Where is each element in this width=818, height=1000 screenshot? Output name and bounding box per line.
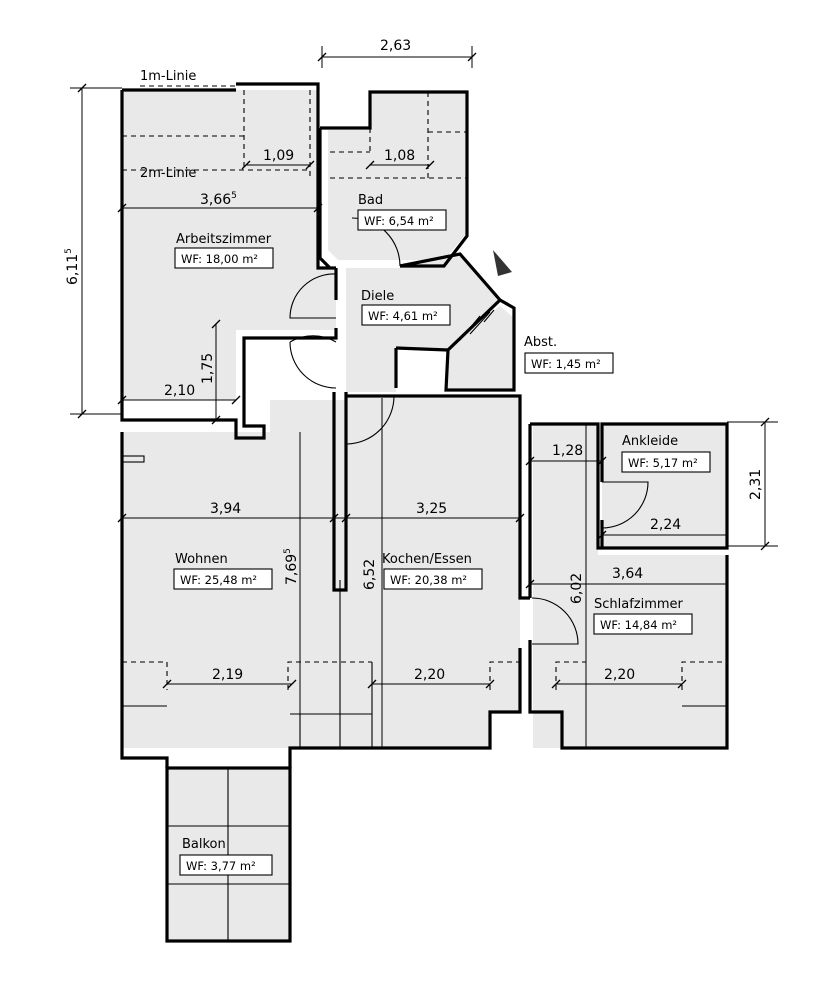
wf-diele: WF: 4,61 m² xyxy=(368,309,438,323)
dim-wohnen-window: 2,19 xyxy=(212,667,243,683)
wf-bad: WF: 6,54 m² xyxy=(364,214,434,228)
wf-wohnen: WF: 25,48 m² xyxy=(180,573,257,587)
room-name-kochen: Kochen/Essen xyxy=(382,552,472,567)
door-arbeitszimmer xyxy=(289,273,337,319)
room-name-balkon: Balkon xyxy=(182,837,226,852)
wf-kochen: WF: 20,38 m² xyxy=(390,573,467,587)
room-name-diele: Diele xyxy=(361,289,394,304)
wf-box-diele xyxy=(361,304,451,326)
dim-arbeits-nook-w: 2,10 xyxy=(164,383,195,399)
room-name-wohnen: Wohnen xyxy=(175,552,228,567)
dim-arbeits-height: 6,115 xyxy=(64,248,81,285)
wf-ankleide: WF: 5,17 m² xyxy=(628,456,698,470)
door-wohnen xyxy=(289,335,337,389)
dim-ankleide-width: 2,24 xyxy=(650,517,681,533)
room-labels: Arbeitszimmer WF: 18,00 m² Bad WF: 6,54 … xyxy=(173,193,711,876)
dim-schlaf-width: 3,64 xyxy=(612,566,643,582)
schlaf-fill xyxy=(533,555,727,748)
door-kochen xyxy=(345,395,395,445)
dim-kochen-window: 2,20 xyxy=(414,667,445,683)
dimension-labels: 2,63 1,09 1,08 3,665 6,115 1,75 2,10 3,9… xyxy=(64,38,764,683)
dim-flur-width: 1,28 xyxy=(552,443,583,459)
wf-box-balkon xyxy=(179,854,273,876)
dimension-lines xyxy=(70,46,778,748)
wf-box-arbeitszimmer xyxy=(174,247,274,269)
dim-schlaf-height: 6,02 xyxy=(569,573,585,604)
north-arrow-icon xyxy=(493,250,512,276)
room-name-arbeitszimmer: Arbeitszimmer xyxy=(176,232,272,247)
dim-bad-slope: 1,08 xyxy=(384,148,415,164)
door-abst xyxy=(459,309,495,341)
bad-fill xyxy=(328,92,467,260)
wf-box-wohnen xyxy=(173,568,273,590)
wf-box-kochen xyxy=(383,568,483,590)
wf-arbeitszimmer: WF: 18,00 m² xyxy=(181,252,258,266)
height-lines xyxy=(122,85,727,748)
dim-schlaf-window: 2,20 xyxy=(604,667,635,683)
dim-arbeits-width: 3,665 xyxy=(200,191,237,208)
room-name-ankleide: Ankleide xyxy=(622,434,678,449)
door-ankleide xyxy=(601,481,649,529)
dim-ankleide-height: 2,31 xyxy=(748,469,764,500)
abst-fill xyxy=(447,306,514,388)
dim-wohnen-width: 3,94 xyxy=(210,501,241,517)
doors xyxy=(289,217,649,645)
dim-top-bad: 2,63 xyxy=(380,38,411,54)
wf-schlafzimmer: WF: 14,84 m² xyxy=(600,618,677,632)
dim-kochen-height: 6,52 xyxy=(362,559,378,590)
wf-abst: WF: 1,45 m² xyxy=(531,357,601,371)
label-1m-line: 1m-Linie xyxy=(140,69,196,84)
dim-kochen-width: 3,25 xyxy=(416,501,447,517)
walls xyxy=(120,82,729,943)
wf-box-ankleide xyxy=(621,451,711,473)
stub-wall xyxy=(121,455,145,463)
room-name-bad: Bad xyxy=(358,193,383,208)
wf-box-schlafzimmer xyxy=(593,613,693,635)
dim-arbeits-slope: 1,09 xyxy=(263,148,294,164)
wf-balkon: WF: 3,77 m² xyxy=(186,859,256,873)
label-2m-line: 2m-Linie xyxy=(140,166,196,181)
dim-arbeits-nook-h: 1,75 xyxy=(200,353,216,384)
door-schlafzimmer xyxy=(531,597,579,645)
arbeitszimmer-fill xyxy=(122,90,336,400)
wf-box-bad xyxy=(357,209,447,231)
room-name-schlafzimmer: Schlafzimmer xyxy=(594,597,684,612)
dim-wohnen-height: 7,695 xyxy=(283,548,300,585)
room-name-abst: Abst. xyxy=(524,335,557,350)
wf-box-abst xyxy=(524,352,614,374)
